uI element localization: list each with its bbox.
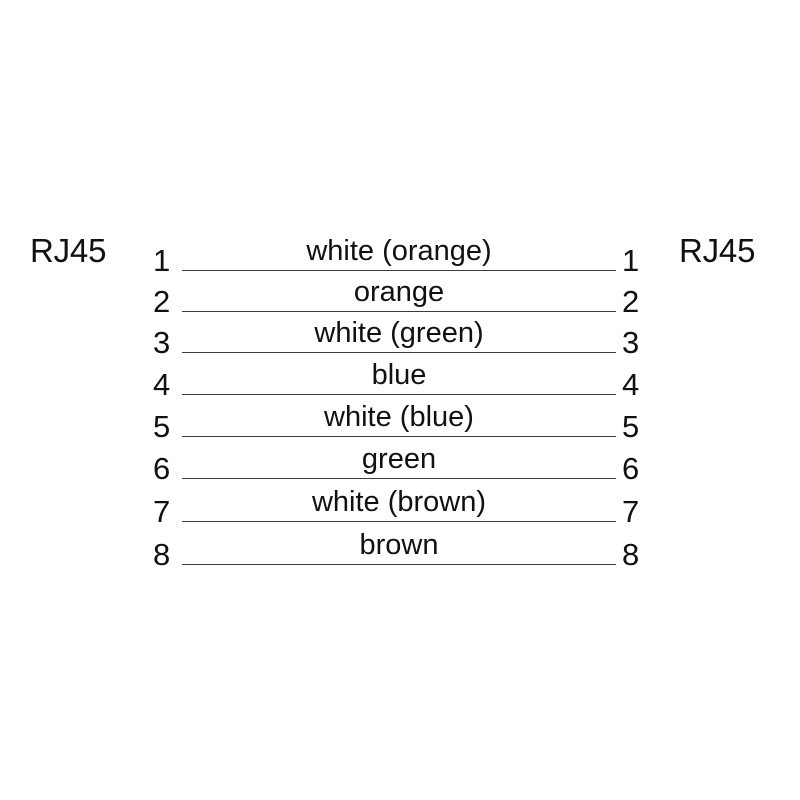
right-pin-number: 5 <box>622 409 640 444</box>
wire-color-label: white (orange) <box>306 235 492 267</box>
left-pin-number: 7 <box>153 494 171 529</box>
wire-line <box>182 478 616 479</box>
right-pin-number: 7 <box>622 494 640 529</box>
wire-line <box>182 521 616 522</box>
wire-color-label: white (blue) <box>324 401 474 433</box>
wire-color-label: white (brown) <box>311 486 487 518</box>
wire-line <box>182 270 616 271</box>
left-pin-number: 4 <box>153 367 171 402</box>
wire-color-label: brown <box>359 529 439 561</box>
wire-color-label: green <box>361 443 437 475</box>
right-pin-number: 3 <box>622 325 640 360</box>
right-pin-number: 4 <box>622 367 640 402</box>
wire-line <box>182 394 616 395</box>
wire-color-label: blue <box>371 359 427 391</box>
wire-color-label: orange <box>353 276 445 308</box>
wire-line <box>182 436 616 437</box>
right-pin-number: 1 <box>622 243 640 278</box>
left-connector-label: RJ45 <box>30 232 107 269</box>
wire-line <box>182 352 616 353</box>
left-pin-number: 1 <box>153 243 171 278</box>
left-pin-number: 2 <box>153 284 171 319</box>
right-connector-label: RJ45 <box>679 232 756 269</box>
wire-color-label: white (green) <box>314 317 484 349</box>
left-pin-number: 6 <box>153 451 171 486</box>
right-pin-number: 8 <box>622 537 640 572</box>
left-pin-number: 5 <box>153 409 171 444</box>
right-pin-number: 2 <box>622 284 640 319</box>
right-pin-number: 6 <box>622 451 640 486</box>
left-pin-number: 8 <box>153 537 171 572</box>
wire-line <box>182 311 616 312</box>
left-pin-number: 3 <box>153 325 171 360</box>
wire-line <box>182 564 616 565</box>
